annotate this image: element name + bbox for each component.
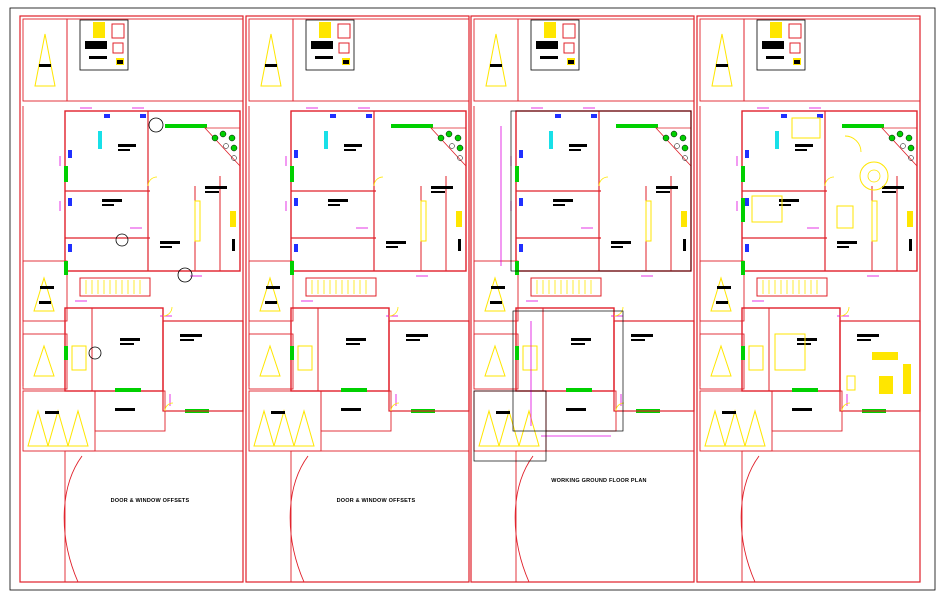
- floor-plan-panel-1: DOOR & WINDOW OFFSETS: [19, 15, 244, 583]
- panel-title: WORKING GROUND FLOOR PLAN: [551, 478, 646, 484]
- panel-title: DOOR & WINDOW OFFSETS: [111, 498, 190, 504]
- sheet-border: [9, 7, 936, 591]
- floor-plan-panel-4: [696, 15, 921, 583]
- floor-plan-panel-2: DOOR & WINDOW OFFSETS: [245, 15, 470, 583]
- panel-title: DOOR & WINDOW OFFSETS: [337, 498, 416, 504]
- floor-plan-panel-3: WORKING GROUND FLOOR PLAN: [470, 15, 695, 583]
